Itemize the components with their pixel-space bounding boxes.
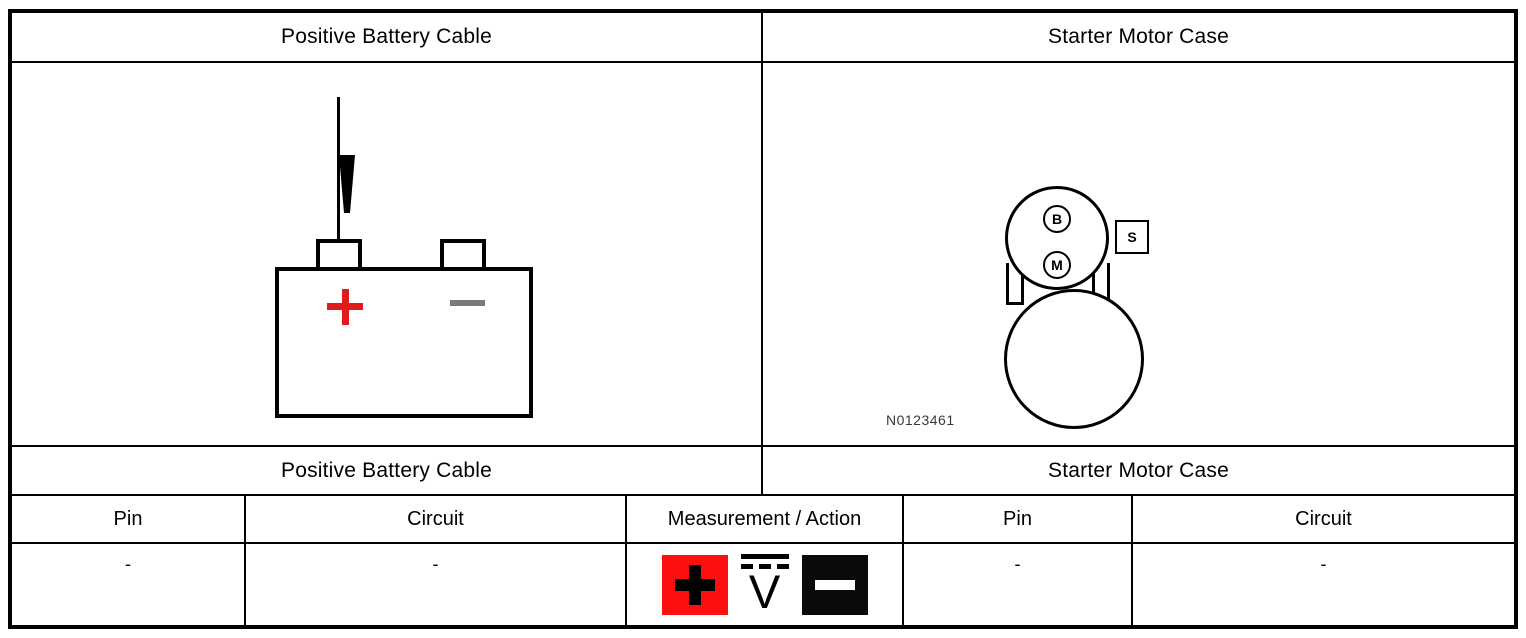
- data-left-circuit: -: [432, 553, 439, 574]
- data-right-pin: -: [1014, 553, 1021, 574]
- probe-wire: [337, 97, 340, 245]
- rule-below-second-header: [12, 494, 1514, 496]
- measurement-action-icons: V: [627, 544, 902, 625]
- terminal-m: M: [1043, 251, 1071, 279]
- column-header-measurement-action: Measurement / Action: [667, 507, 862, 530]
- red-positive-lead-icon: [661, 554, 728, 615]
- column-header-left-circuit: Circuit: [407, 507, 464, 530]
- data-left-pin: -: [125, 553, 131, 574]
- dc-voltage-icon: V: [737, 552, 793, 618]
- battery-minus-sign: [450, 300, 485, 306]
- second-header-right: Starter Motor Case: [1048, 458, 1229, 482]
- figure-reference-code: N0123461: [886, 412, 955, 428]
- column-header-left-pin: Pin: [113, 507, 143, 530]
- starter-motor-diagram: B M S N0123461: [878, 93, 1208, 433]
- dc-dashed-bar: [740, 563, 789, 569]
- battery-plus-sign: [327, 289, 363, 325]
- rule-below-diagram-row: [12, 445, 1514, 447]
- data-right-circuit: -: [1320, 553, 1327, 574]
- starter-solenoid: [1005, 186, 1109, 290]
- rule-center-top: [761, 13, 763, 494]
- volt-letter: V: [748, 564, 781, 618]
- battery-positive-terminal: [316, 239, 362, 269]
- column-header-right-pin: Pin: [1003, 507, 1032, 530]
- starter-motor-body: [1004, 289, 1144, 429]
- rule-right-pin-circuit: [1131, 494, 1133, 625]
- terminal-s: S: [1115, 220, 1149, 254]
- rule-circuit-measurement: [625, 494, 627, 625]
- column-header-right-circuit: Circuit: [1295, 507, 1352, 530]
- rule-below-top-header: [12, 61, 1514, 63]
- top-header-left: Positive Battery Cable: [281, 25, 492, 48]
- battery-negative-terminal: [440, 239, 486, 269]
- top-header-right: Starter Motor Case: [1048, 25, 1229, 48]
- battery-body: [275, 267, 533, 418]
- battery-diagram: [270, 93, 540, 428]
- second-header-left: Positive Battery Cable: [281, 458, 492, 482]
- dc-solid-bar: [740, 553, 789, 559]
- black-negative-lead-icon: [801, 554, 868, 615]
- terminal-b: B: [1043, 205, 1071, 233]
- rule-left-pin-circuit: [244, 494, 246, 625]
- rule-below-column-headers: [12, 542, 1514, 544]
- table-frame: Positive Battery Cable Starter Motor Cas…: [8, 9, 1518, 629]
- rule-measurement-right: [902, 494, 904, 625]
